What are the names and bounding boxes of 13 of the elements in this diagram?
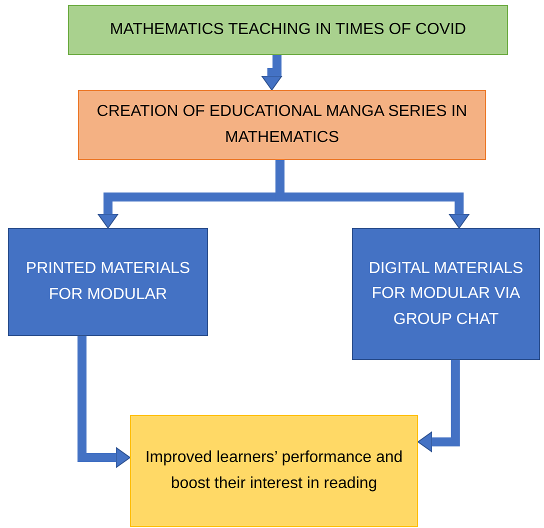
process-box (352, 228, 540, 360)
box-text: PRINTED MATERIALS FOR MODULAR (24, 259, 192, 305)
process-box (78, 90, 486, 160)
arrow (261, 55, 282, 90)
process-box (68, 5, 508, 55)
box-text: DIGITAL MATERIALS FOR MODULAR VIA GROUP CHAT (368, 258, 524, 330)
box-text: CREATION OF EDUCATIONAL MANGA SERIES IN MATHEMATICS (96, 102, 468, 148)
box-text: MATHEMATICS TEACHING IN TIMES OF COVID (110, 20, 466, 40)
arrow (275, 160, 470, 228)
box-text: Improved learners’ performance and boost their interest in reading (144, 448, 404, 494)
process-box (130, 415, 418, 527)
arrow (78, 336, 130, 468)
process-box (8, 228, 208, 336)
